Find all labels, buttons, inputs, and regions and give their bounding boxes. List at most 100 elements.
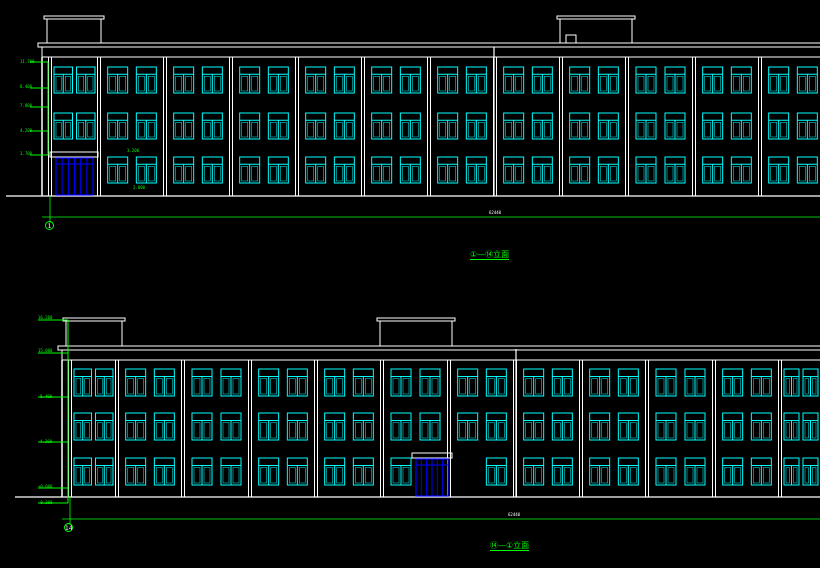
window-pane <box>392 378 400 395</box>
window-pane <box>412 166 419 182</box>
window-pane <box>488 467 495 484</box>
window-pane <box>78 122 84 138</box>
stair-tower <box>379 320 453 347</box>
window-pane <box>119 76 126 92</box>
window-pane <box>544 76 551 92</box>
window-pane <box>175 166 182 182</box>
window-pane <box>793 378 798 395</box>
window-pane <box>571 166 578 182</box>
window-pane <box>346 122 353 138</box>
window-pane <box>535 378 542 395</box>
window-pane <box>270 378 277 395</box>
window-pane <box>232 378 240 395</box>
window-pane <box>119 166 126 182</box>
window-pane <box>402 76 409 92</box>
window-pane <box>799 76 806 92</box>
window-pane <box>812 467 817 484</box>
window-pane <box>222 378 230 395</box>
window-pane <box>601 467 608 484</box>
window-pane <box>515 166 522 182</box>
window-pane <box>355 467 362 484</box>
window-pane <box>84 422 90 439</box>
window-pane <box>753 378 760 395</box>
window-pane <box>724 378 731 395</box>
window-pane <box>734 467 741 484</box>
window-pane <box>459 378 466 395</box>
window-pane <box>637 76 645 92</box>
window-pane <box>534 76 541 92</box>
window-pane <box>785 422 790 439</box>
window-pane <box>733 166 740 182</box>
window-pane <box>809 76 816 92</box>
window-pane <box>299 467 306 484</box>
window-pane <box>204 166 211 182</box>
parapet <box>61 349 820 361</box>
window-pane <box>175 76 182 92</box>
window-pane <box>307 166 314 182</box>
window-pane <box>251 76 258 92</box>
window-pane <box>97 378 103 395</box>
window-pane <box>412 122 419 138</box>
window-pane <box>647 76 655 92</box>
window-pane <box>667 378 675 395</box>
window-pane <box>488 378 495 395</box>
window-pane <box>704 122 711 138</box>
entrance-canopy <box>411 452 453 459</box>
window-pane <box>193 467 201 484</box>
window-pane <box>763 422 770 439</box>
window-pane <box>534 122 541 138</box>
window-pane <box>270 467 277 484</box>
window-pane <box>326 422 333 439</box>
window-pane <box>317 166 324 182</box>
window-pane <box>515 122 522 138</box>
window-pane <box>525 378 532 395</box>
window-pane <box>724 467 731 484</box>
window-pane <box>193 422 201 439</box>
window-pane <box>109 122 116 138</box>
window-pane <box>498 467 505 484</box>
window-pane <box>148 122 155 138</box>
window-pane <box>127 422 134 439</box>
window-pane <box>280 76 287 92</box>
window-pane <box>97 467 103 484</box>
window-pane <box>138 122 145 138</box>
window-pane <box>478 76 485 92</box>
window-pane <box>109 166 116 182</box>
window-pane <box>535 422 542 439</box>
window-pane <box>119 122 126 138</box>
window-pane <box>65 122 71 138</box>
window-pane <box>336 122 343 138</box>
window-pane <box>222 422 230 439</box>
window-pane <box>449 166 456 182</box>
window-pane <box>799 166 806 182</box>
window-pane <box>657 378 665 395</box>
window-pane <box>724 422 731 439</box>
window-pane <box>469 422 476 439</box>
window-pane <box>346 76 353 92</box>
window-pane <box>478 166 485 182</box>
window-pane <box>637 166 645 182</box>
window-pane <box>299 422 306 439</box>
window-pane <box>280 166 287 182</box>
window-pane <box>166 422 173 439</box>
window-pane <box>402 422 410 439</box>
window-pane <box>733 76 740 92</box>
window-pane <box>203 378 211 395</box>
window-pane <box>804 378 809 395</box>
window-pane <box>449 76 456 92</box>
window-pane <box>657 467 665 484</box>
window-pane <box>402 378 410 395</box>
window-pane <box>780 166 787 182</box>
window-pane <box>734 422 741 439</box>
window-pane <box>260 378 267 395</box>
window-pane <box>166 378 173 395</box>
window-pane <box>251 166 258 182</box>
window-pane <box>156 422 163 439</box>
window-pane <box>109 76 116 92</box>
entrance-doors <box>55 157 449 497</box>
window-pane <box>185 122 192 138</box>
window-pane <box>667 422 675 439</box>
window-pane <box>676 76 684 92</box>
window-pane <box>138 166 145 182</box>
window-pane <box>780 122 787 138</box>
